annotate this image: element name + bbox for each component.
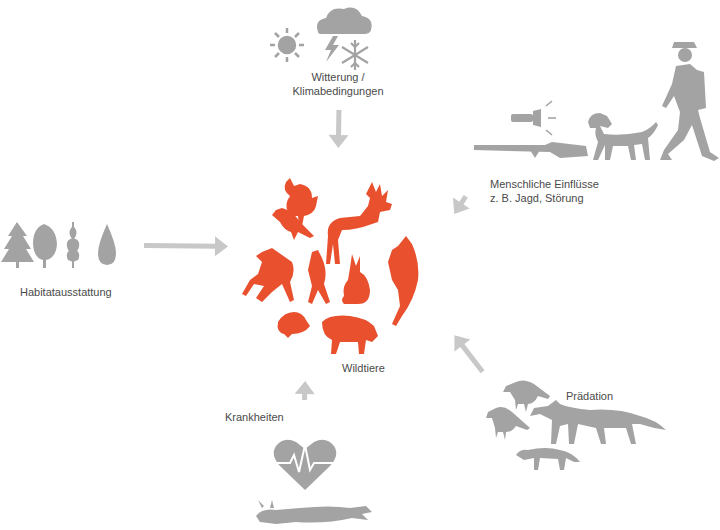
habitat-icons-part [98, 224, 116, 265]
influence-arrow [144, 236, 228, 256]
wildlife-cluster [242, 178, 418, 354]
dog-icon-part [596, 114, 600, 128]
disease-group: Krankheiten [218, 404, 378, 528]
group-label: Witterung / Klimabedingungen [280, 70, 396, 98]
group-label: Menschliche Einflüsse z. B. Jagd, Störun… [490, 177, 604, 205]
snowflake-icon-part [342, 47, 368, 63]
snowflake-icon [342, 40, 368, 70]
group-label: Habitatausstattung [20, 285, 138, 299]
sun-icon-part [279, 37, 295, 53]
wildlife-cluster-part [326, 182, 392, 264]
snowflake-icon-part [342, 47, 368, 63]
hiker-icon-part [660, 64, 719, 161]
sun-icon [270, 28, 304, 62]
flashlight-icon-part-part [546, 130, 552, 135]
flashlight-icon-part [533, 109, 541, 127]
predator-icons-part [486, 407, 530, 440]
wildlife-group: Wildtiere [232, 152, 452, 377]
arrow-head [453, 198, 470, 214]
dead-animal-icon-part [258, 500, 274, 508]
rifle-icon-part [474, 142, 588, 158]
arrow-head [454, 335, 470, 351]
dead-animal-icon-part [256, 506, 372, 524]
snowflake-icon-part [351, 43, 359, 67]
influence-arrow [295, 381, 315, 400]
cloud-icon [317, 8, 372, 62]
arrow-head [215, 236, 228, 256]
sun-icon-part [270, 44, 275, 47]
sun-icon-part [295, 33, 299, 37]
habitat-icons [1, 222, 116, 268]
group-label: Prädation [566, 389, 646, 403]
hiker-icon-part [678, 48, 692, 62]
rifle-icon-part [530, 150, 540, 158]
habitat-icons-part [1, 222, 34, 268]
dead-animal-icon [256, 500, 372, 524]
sun-icon-part [295, 53, 299, 57]
human-influence-group: Menschliche Einflüsse z. B. Jagd, Störun… [468, 55, 716, 210]
wildlife-cluster-part [322, 316, 378, 354]
influence-arrow [329, 110, 349, 148]
arrow-head [329, 135, 349, 148]
flashlight-icon [511, 101, 556, 135]
heart-icon [272, 440, 338, 490]
sun-icon-part [299, 44, 304, 47]
dog-icon [588, 113, 658, 160]
cloud-icon-part [317, 8, 372, 34]
flashlight-icon-part [546, 101, 556, 135]
predation-group: Prädation [485, 375, 672, 475]
arrow-shaft [144, 243, 218, 249]
influence-arrow [454, 335, 482, 372]
influence-arrow [453, 196, 470, 214]
flashlight-icon-part-part [548, 117, 556, 119]
habitat-group: Habitatausstattung [0, 212, 140, 301]
arrow-shaft [336, 110, 341, 138]
heart-icon-part [272, 445, 338, 472]
flashlight-icon-part-part [546, 101, 552, 106]
wildlife-cluster-part [242, 248, 294, 302]
sun-icon-part [286, 57, 289, 62]
wildlife-cluster-part [308, 250, 330, 304]
arrow-shaft [461, 343, 483, 372]
wildlife-cluster-part [342, 254, 370, 304]
group-label: Krankheiten [225, 410, 300, 424]
wildlife-cluster-part [388, 236, 418, 326]
rifle-icon [474, 142, 588, 158]
habitat-icons-part [33, 224, 57, 268]
habitat-icons-part [67, 226, 79, 262]
predator-icons-part [516, 448, 580, 470]
group-label: Wildtiere [342, 361, 442, 375]
sun-icon-part [286, 28, 289, 33]
predator-icons-part [530, 400, 666, 444]
dog-icon-part [588, 113, 658, 160]
hiker-icon-part [672, 42, 697, 48]
flashlight-icon-part [511, 114, 533, 122]
wildlife-cluster-part [272, 208, 314, 240]
weather-group: Witterung / Klimabedingungen [280, 68, 398, 106]
hiker-icon [660, 42, 719, 161]
sun-icon-part [275, 33, 279, 37]
cloud-icon-part [325, 36, 339, 62]
sun-icon-part [275, 53, 279, 57]
wildlife-cluster-part [278, 312, 310, 338]
arrow-head [295, 381, 315, 394]
predator-icons [486, 380, 666, 470]
